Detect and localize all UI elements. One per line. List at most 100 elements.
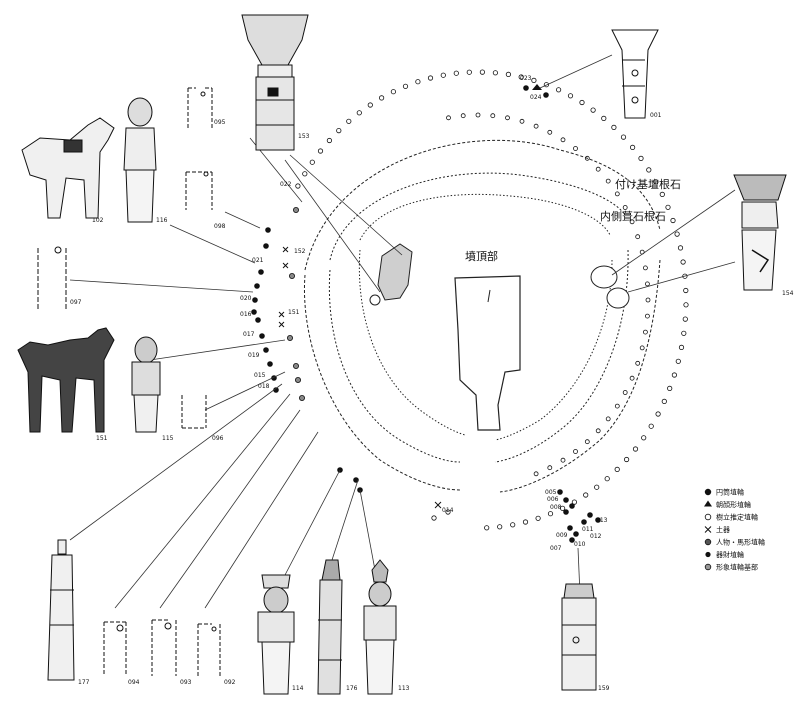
ring-inner-dot xyxy=(475,112,481,118)
leader-092 xyxy=(204,431,319,609)
cylinder-haniwa-dot xyxy=(569,503,575,509)
ring-open-dot xyxy=(653,179,659,185)
svg-text:098: 098 xyxy=(214,223,226,230)
position-labels: 023 024 022 152 021 020 016 017 151 019 … xyxy=(240,75,608,552)
svg-text:114: 114 xyxy=(292,685,304,692)
figure-115: 115 xyxy=(131,336,174,442)
pos-012: 012 xyxy=(590,533,602,540)
ring-open-dot xyxy=(680,259,686,265)
svg-text:115: 115 xyxy=(162,435,174,442)
ring-open-dot xyxy=(295,183,301,189)
figure-096: 096 xyxy=(181,395,224,442)
ring-open-dot xyxy=(445,509,451,515)
ring-open-dot xyxy=(336,128,342,134)
ring-open-dot xyxy=(326,137,332,144)
pos-019: 019 xyxy=(248,352,260,359)
leader-177 xyxy=(69,383,283,541)
figure-159: 159 xyxy=(561,583,610,692)
ring-inner-dot xyxy=(605,178,611,184)
base-haniwa-dot xyxy=(292,362,299,369)
stone-small xyxy=(369,294,381,306)
ring-open-dot xyxy=(579,99,585,106)
figure-153: 153 xyxy=(241,14,310,151)
cylinder-haniwa-dot xyxy=(563,497,569,503)
ring-open-dot xyxy=(431,515,437,521)
cylinder-haniwa-dot xyxy=(251,309,257,315)
pos-151: 151 xyxy=(288,309,300,316)
ring-open-dot xyxy=(531,77,537,84)
special-markers xyxy=(278,84,542,509)
stone-right-1 xyxy=(590,265,618,289)
ring-inner-dot xyxy=(533,471,539,477)
ring-open-dot xyxy=(661,398,667,404)
ring-open-dot xyxy=(641,435,647,441)
figure-001: 001 xyxy=(611,29,662,119)
legend-label: 樹立推定埴輪 xyxy=(716,513,758,522)
ring-open-dot xyxy=(415,79,421,85)
ring-open-dot xyxy=(402,83,409,89)
ring-inner-dot xyxy=(460,113,466,119)
ring-inner-dot xyxy=(605,416,611,422)
ring-open-dot xyxy=(440,72,446,78)
svg-text:159: 159 xyxy=(598,685,610,692)
ring-open-dot xyxy=(309,159,315,165)
ring-open-dot xyxy=(632,446,639,452)
leader-lines xyxy=(69,54,736,609)
legend-item: 人物・馬形埴輪 xyxy=(704,538,765,547)
ring-open-dot xyxy=(683,287,689,294)
svg-text:093: 093 xyxy=(180,679,192,686)
ring-inner-dot xyxy=(519,118,525,124)
ring-open-dot xyxy=(611,124,617,131)
cross-marker-152a xyxy=(282,246,289,253)
ring-inner-dot xyxy=(639,345,645,351)
cylinder-haniwa-dot xyxy=(581,519,587,525)
cylinder-haniwa-dot xyxy=(595,517,601,523)
pos-009: 009 xyxy=(556,532,568,539)
cylinder-haniwa-dot xyxy=(569,537,575,543)
ring-open-dot xyxy=(378,95,385,101)
ring-open-dot xyxy=(655,411,661,417)
outer-stones-label: 付け基壇根石 xyxy=(615,177,681,191)
pos-015: 015 xyxy=(254,372,266,379)
svg-text:102: 102 xyxy=(92,217,104,224)
svg-text:151: 151 xyxy=(96,435,108,442)
ring-open-dot xyxy=(629,144,636,150)
base-haniwa-dot xyxy=(292,206,299,213)
svg-text:092: 092 xyxy=(224,679,236,686)
figure-151: 151 xyxy=(17,327,115,442)
outer-stone-line-lower xyxy=(499,259,661,493)
triangle-marker xyxy=(532,84,542,90)
ring-inner-dot xyxy=(547,129,553,135)
ring-inner-dot xyxy=(533,123,539,129)
ring-open-dot xyxy=(594,484,600,490)
legend-label: 朝顔形埴輪 xyxy=(716,500,751,509)
ring-open-dot xyxy=(479,69,485,75)
cylinder-haniwa-dot xyxy=(265,227,271,233)
base-haniwa-dot xyxy=(298,394,305,401)
pos-152: 152 xyxy=(294,248,306,255)
cylinder-haniwa-dot xyxy=(567,525,573,531)
ring-open-dot xyxy=(567,93,574,99)
inner-stone-line xyxy=(329,172,626,261)
leader-096 xyxy=(204,371,286,411)
legend-label: 土器 xyxy=(716,525,730,534)
ring-inner-dot xyxy=(622,205,628,210)
figure-113: 113 xyxy=(363,559,410,695)
cross-marker-151a xyxy=(278,311,285,318)
ring-open-dot xyxy=(646,167,652,173)
ring-open-dot xyxy=(667,385,673,391)
ring-open-dot xyxy=(670,217,676,224)
pos-014: 014 xyxy=(442,507,454,514)
ring-open-dot xyxy=(518,74,524,80)
cylinder-haniwa-dot xyxy=(587,512,593,518)
pos-021: 021 xyxy=(252,257,264,264)
ring-open-dot xyxy=(522,519,529,525)
ring-inner-dot xyxy=(614,403,620,409)
cylinder-haniwa-dot xyxy=(263,347,269,353)
pos-017: 017 xyxy=(243,331,255,338)
figure-177: 177 xyxy=(47,539,90,686)
svg-text:001: 001 xyxy=(650,112,662,119)
legend-label: 器財埴輪 xyxy=(716,550,744,559)
cross-marker-152b xyxy=(282,262,289,269)
